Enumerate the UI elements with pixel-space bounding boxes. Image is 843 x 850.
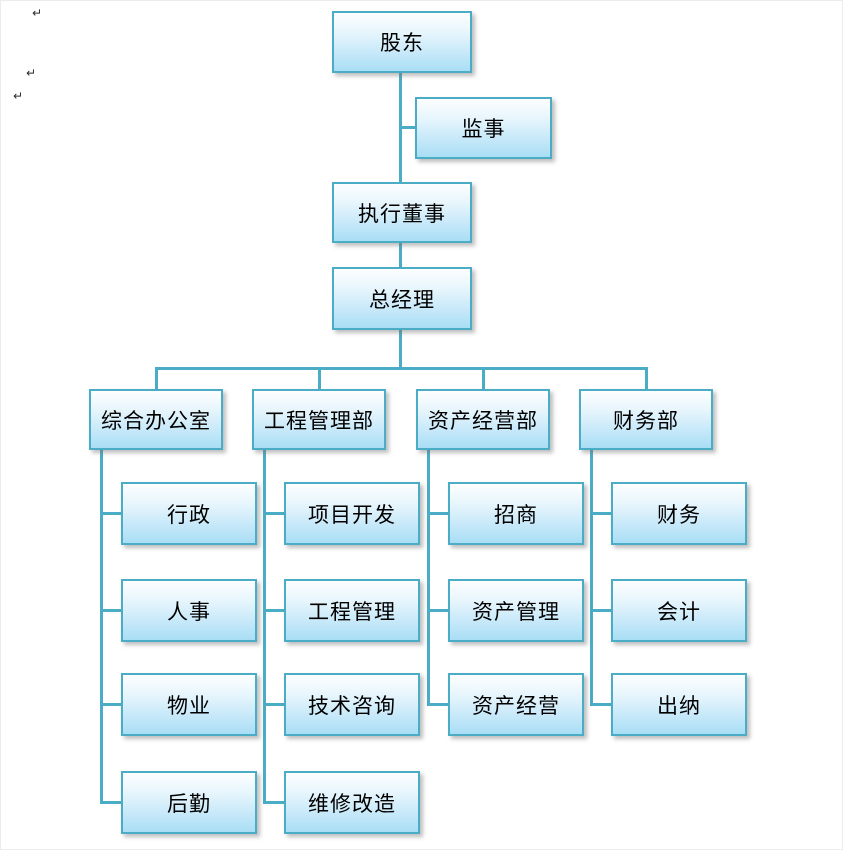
node-supervisor[interactable]: 监事 bbox=[415, 97, 552, 159]
connector-bus-drop-engineering bbox=[318, 367, 321, 389]
connector-shareholders-to-director bbox=[399, 73, 402, 182]
node-investment-attraction[interactable]: 招商 bbox=[448, 482, 584, 545]
connector-stub bbox=[100, 512, 122, 515]
connector-bus-drop-asset bbox=[482, 367, 485, 389]
connector-stub bbox=[427, 512, 449, 515]
connector-bus-horizontal bbox=[155, 367, 648, 370]
node-asset-management[interactable]: 资产管理 bbox=[448, 579, 584, 642]
paragraph-mark: ↵ bbox=[13, 89, 24, 103]
node-maintenance-renovation[interactable]: 维修改造 bbox=[284, 771, 420, 834]
node-accounting[interactable]: 会计 bbox=[611, 579, 747, 642]
node-label: 股东 bbox=[380, 31, 424, 55]
node-label: 资产经营 bbox=[472, 693, 560, 718]
connector-stub bbox=[590, 512, 612, 515]
node-logistics[interactable]: 后勤 bbox=[121, 771, 257, 834]
node-label: 资产经营部 bbox=[428, 408, 538, 433]
node-project-development[interactable]: 项目开发 bbox=[284, 482, 420, 545]
connector-stub bbox=[100, 703, 122, 706]
connector-stub bbox=[263, 609, 285, 612]
node-general-manager[interactable]: 总经理 bbox=[332, 267, 472, 330]
connector-stub bbox=[590, 609, 612, 612]
node-shareholders[interactable]: 股东 bbox=[332, 11, 472, 73]
connector-stub bbox=[427, 703, 449, 706]
node-dept-general-office[interactable]: 综合办公室 bbox=[89, 389, 223, 450]
node-label: 招商 bbox=[494, 502, 538, 527]
node-admin[interactable]: 行政 bbox=[121, 482, 257, 545]
node-engineering-management[interactable]: 工程管理 bbox=[284, 579, 420, 642]
connector-stub bbox=[590, 703, 612, 706]
connector-stub bbox=[427, 609, 449, 612]
node-finance[interactable]: 财务 bbox=[611, 482, 747, 545]
node-label: 工程管理 bbox=[308, 599, 396, 624]
node-label: 会计 bbox=[657, 599, 701, 624]
node-label: 维修改造 bbox=[308, 791, 396, 816]
connector-stub bbox=[100, 609, 122, 612]
node-technical-consulting[interactable]: 技术咨询 bbox=[284, 673, 420, 736]
node-label: 工程管理部 bbox=[264, 408, 374, 433]
node-dept-asset-operation[interactable]: 资产经营部 bbox=[416, 389, 550, 450]
connector-general-office-spine bbox=[100, 450, 103, 804]
connector-manager-to-bus bbox=[399, 330, 402, 369]
node-label: 后勤 bbox=[167, 791, 211, 816]
node-dept-finance[interactable]: 财务部 bbox=[579, 389, 713, 450]
paragraph-mark: ↵ bbox=[26, 66, 37, 80]
connector-supervisor-stub bbox=[401, 126, 415, 129]
node-label: 资产管理 bbox=[472, 599, 560, 624]
connector-stub bbox=[263, 801, 285, 804]
node-label: 行政 bbox=[167, 502, 211, 527]
connector-stub bbox=[263, 512, 285, 515]
node-hr[interactable]: 人事 bbox=[121, 579, 257, 642]
connector-asset-spine bbox=[427, 450, 430, 706]
node-label: 人事 bbox=[167, 599, 211, 624]
node-asset-operation[interactable]: 资产经营 bbox=[448, 673, 584, 736]
node-label: 项目开发 bbox=[308, 502, 396, 527]
connector-finance-spine bbox=[590, 450, 593, 706]
node-executive-director[interactable]: 执行董事 bbox=[332, 182, 472, 243]
node-cashier[interactable]: 出纳 bbox=[611, 673, 747, 736]
connector-director-to-manager bbox=[399, 243, 402, 267]
connector-stub bbox=[100, 801, 122, 804]
connector-stub bbox=[263, 703, 285, 706]
node-dept-engineering[interactable]: 工程管理部 bbox=[252, 389, 386, 450]
connector-bus-drop-general-office bbox=[155, 367, 158, 389]
connector-engineering-spine bbox=[263, 450, 266, 804]
node-label: 财务部 bbox=[613, 408, 679, 433]
node-label: 财务 bbox=[657, 502, 701, 527]
node-label: 执行董事 bbox=[358, 201, 446, 226]
node-label: 监事 bbox=[461, 117, 506, 141]
node-label: 出纳 bbox=[657, 693, 701, 718]
node-label: 技术咨询 bbox=[308, 693, 396, 718]
node-label: 综合办公室 bbox=[101, 408, 211, 433]
connector-bus-drop-finance bbox=[645, 367, 648, 389]
paragraph-mark: ↵ bbox=[32, 6, 43, 20]
node-property[interactable]: 物业 bbox=[121, 673, 257, 736]
node-label: 物业 bbox=[167, 693, 211, 718]
node-label: 总经理 bbox=[369, 287, 435, 312]
